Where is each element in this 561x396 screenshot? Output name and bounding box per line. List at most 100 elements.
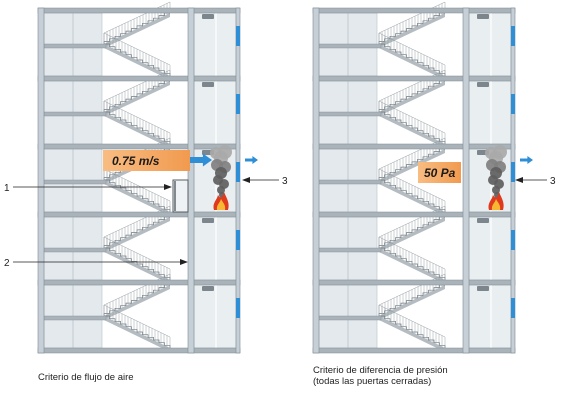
marker-fire-room-left-arrowhead — [242, 177, 250, 183]
exterior-wall-left — [312, 7, 320, 354]
shaft-wall — [187, 7, 195, 354]
stair-stringer — [379, 180, 445, 216]
floor-slab — [312, 347, 516, 354]
door-opening — [172, 179, 189, 213]
stair-flight — [103, 273, 171, 320]
stair-stringer — [104, 316, 170, 352]
building-section-right — [312, 1, 533, 354]
ceiling-fixture — [202, 218, 214, 223]
stair-landing — [318, 315, 382, 321]
stair-landing — [43, 43, 107, 49]
stair-stringer — [104, 112, 170, 148]
floor-slab — [37, 7, 241, 14]
ceiling-fixture — [477, 14, 489, 19]
facade-vent-marker — [511, 298, 515, 318]
stair-stringer — [379, 217, 445, 252]
flame-inner — [491, 199, 501, 210]
stair-railing — [103, 32, 171, 76]
stair-railing — [103, 236, 171, 280]
ceiling-fixture — [202, 286, 214, 291]
building-section-left — [37, 1, 258, 354]
floor-slab — [312, 7, 516, 14]
stair-landing — [43, 247, 107, 253]
marker-stairwell: 2 — [4, 258, 188, 269]
ceiling-fixture — [202, 14, 214, 19]
pressure-callout: 50 Pa — [418, 162, 461, 183]
floor-slab — [37, 211, 241, 218]
stair-flight — [378, 100, 446, 148]
marker-fire-room-left-number: 3 — [282, 176, 288, 187]
stair-stringer — [379, 248, 445, 284]
stair-flight — [103, 168, 171, 216]
stair-railing — [378, 304, 446, 348]
stair-landing — [43, 111, 107, 117]
stair-railing — [378, 168, 446, 212]
ceiling-fixture — [477, 82, 489, 87]
facade-vent-marker — [236, 162, 240, 182]
stair-flight — [103, 1, 171, 48]
stair-flight — [378, 168, 446, 216]
stair-railing — [378, 236, 446, 280]
airflow-arrow-icon — [520, 156, 533, 164]
marker-fire-room-right-number: 3 — [550, 176, 556, 187]
stair-flight — [378, 236, 446, 284]
room-panel — [468, 12, 512, 77]
flame-inner — [216, 199, 226, 210]
room-panel — [468, 80, 512, 145]
facade-vent-marker — [511, 162, 515, 182]
facade-vent-marker — [511, 94, 515, 114]
airflow-callout-box — [103, 150, 190, 171]
floor-slab — [37, 279, 241, 286]
floor-slab — [37, 75, 241, 82]
marker-door-arrowhead — [164, 184, 172, 190]
stair-flight — [103, 100, 171, 148]
stair-stringer — [379, 112, 445, 148]
stair-landing — [318, 43, 382, 49]
stair-railing — [103, 168, 171, 212]
floor-slab — [312, 75, 516, 82]
stair-flight — [378, 32, 446, 80]
stairwell-door — [172, 179, 189, 213]
stair-stringer — [379, 285, 445, 320]
caption-pressure-criterion-line1: Criterio de diferencia de presión — [313, 365, 448, 376]
stair-landing — [43, 315, 107, 321]
exterior-wall-left — [37, 7, 45, 354]
shaft-wall — [462, 7, 470, 354]
stair-stringer — [379, 316, 445, 352]
pressure-difference-label: 50 Pa — [424, 166, 456, 180]
ceiling-fixture — [202, 82, 214, 87]
facade-vent-marker — [511, 26, 515, 46]
room-panel — [468, 216, 512, 281]
stair-landing — [318, 111, 382, 117]
airflow-callout: 0.75 m/s — [103, 150, 190, 171]
facade-vent-marker — [236, 26, 240, 46]
stair-railing — [378, 100, 446, 144]
pressure-callout-box — [418, 162, 461, 183]
stair-railing — [103, 100, 171, 144]
smoke-puff — [217, 186, 225, 194]
stair-flight — [103, 304, 171, 352]
marker-stairwell-arrowhead — [180, 259, 188, 265]
marker-door-number: 1 — [4, 183, 10, 194]
airflow-arrow-icon — [190, 153, 212, 167]
smoke-icon — [210, 145, 232, 198]
room-panel — [193, 216, 237, 281]
stair-stringer — [379, 44, 445, 80]
room-panel — [193, 80, 237, 145]
floor-slab — [37, 347, 241, 354]
marker-door: 1 — [4, 183, 172, 194]
marker-fire-room-right-arrowhead — [515, 177, 523, 183]
floor-slab — [312, 279, 516, 286]
airflow-velocity-label: 0.75 m/s — [112, 154, 160, 168]
airflow-arrow-icon — [245, 156, 258, 164]
room-panel — [193, 284, 237, 349]
room-panel — [468, 284, 512, 349]
smoke-puff — [492, 186, 500, 194]
facade-vent-marker — [236, 230, 240, 250]
stair-stringer — [379, 149, 445, 184]
facade-vent-marker — [236, 94, 240, 114]
caption-airflow-criterion: Criterio de flujo de aire — [38, 372, 134, 383]
facade-vent-marker — [511, 230, 515, 250]
stair-stringer — [104, 81, 170, 116]
